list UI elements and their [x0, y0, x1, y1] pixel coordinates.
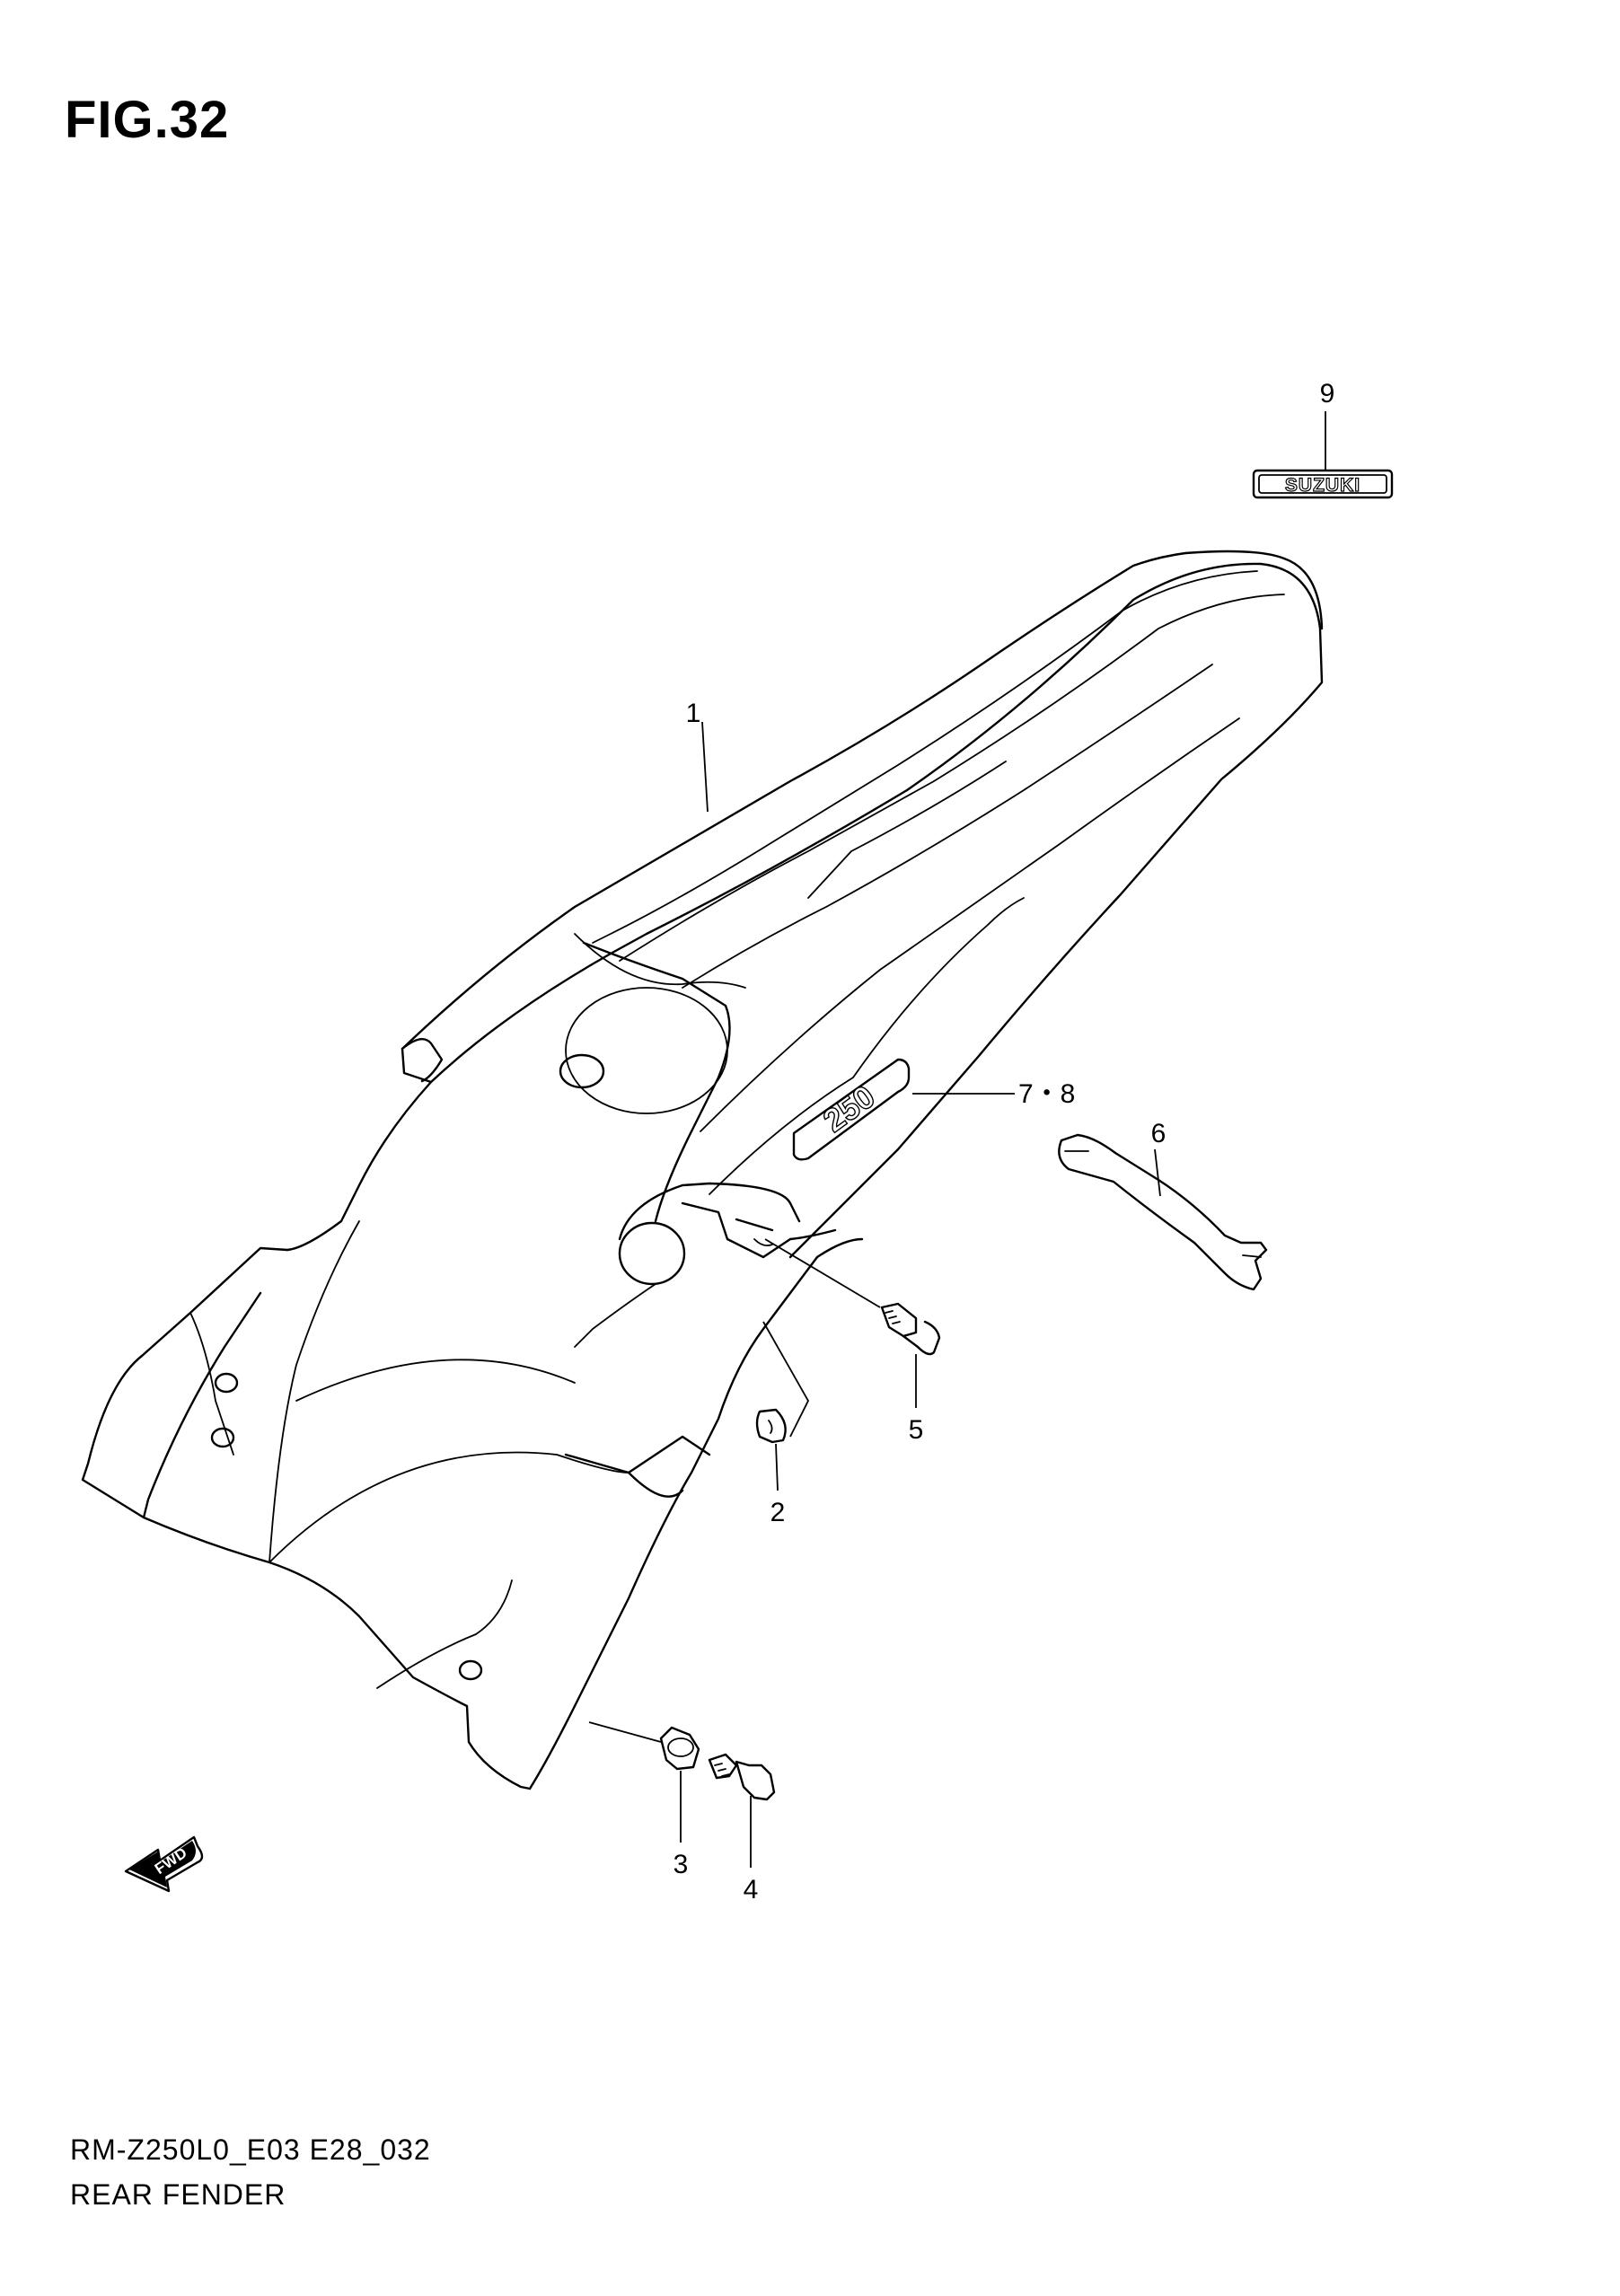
callout-1: 1 — [686, 699, 701, 728]
suzuki-decal-text: SUZUKI — [1285, 475, 1360, 496]
suzuki-decal: SUZUKI — [1252, 469, 1394, 499]
callout-1-leader — [701, 721, 709, 813]
fender-strap — [1058, 1133, 1268, 1291]
bolt-4 — [708, 1753, 776, 1801]
rear-fender: 250 — [81, 550, 1324, 1790]
callout-6-leader — [1154, 1148, 1161, 1197]
callout-4: 4 — [744, 1875, 759, 1905]
callout-6: 6 — [1151, 1119, 1167, 1148]
callout-3-arrow-leader — [588, 1721, 662, 1743]
callout-2-leader — [775, 1443, 779, 1491]
forward-arrow-icon: FWD — [124, 1835, 204, 1893]
figure-title: FIG.32 — [65, 91, 230, 149]
callout-5-arrow-leader — [764, 1238, 881, 1308]
callout-2-arrow-leader — [762, 1321, 810, 1438]
model-code: RM-Z250L0_E03 E28_032 — [70, 2133, 431, 2166]
callout-7-8: 7・8 — [1018, 1079, 1075, 1109]
bolt-5 — [880, 1302, 941, 1356]
callout-5: 5 — [909, 1415, 924, 1445]
callout-3: 3 — [674, 1850, 689, 1879]
assembly-name: REAR FENDER — [70, 2178, 286, 2211]
nut-3 — [659, 1726, 700, 1771]
250-decal: 250 — [792, 1058, 911, 1161]
250-decal-text: 250 — [816, 1078, 882, 1139]
callout-2: 2 — [770, 1498, 786, 1527]
callout-9: 9 — [1320, 379, 1335, 409]
clip-nut-2 — [755, 1408, 787, 1444]
